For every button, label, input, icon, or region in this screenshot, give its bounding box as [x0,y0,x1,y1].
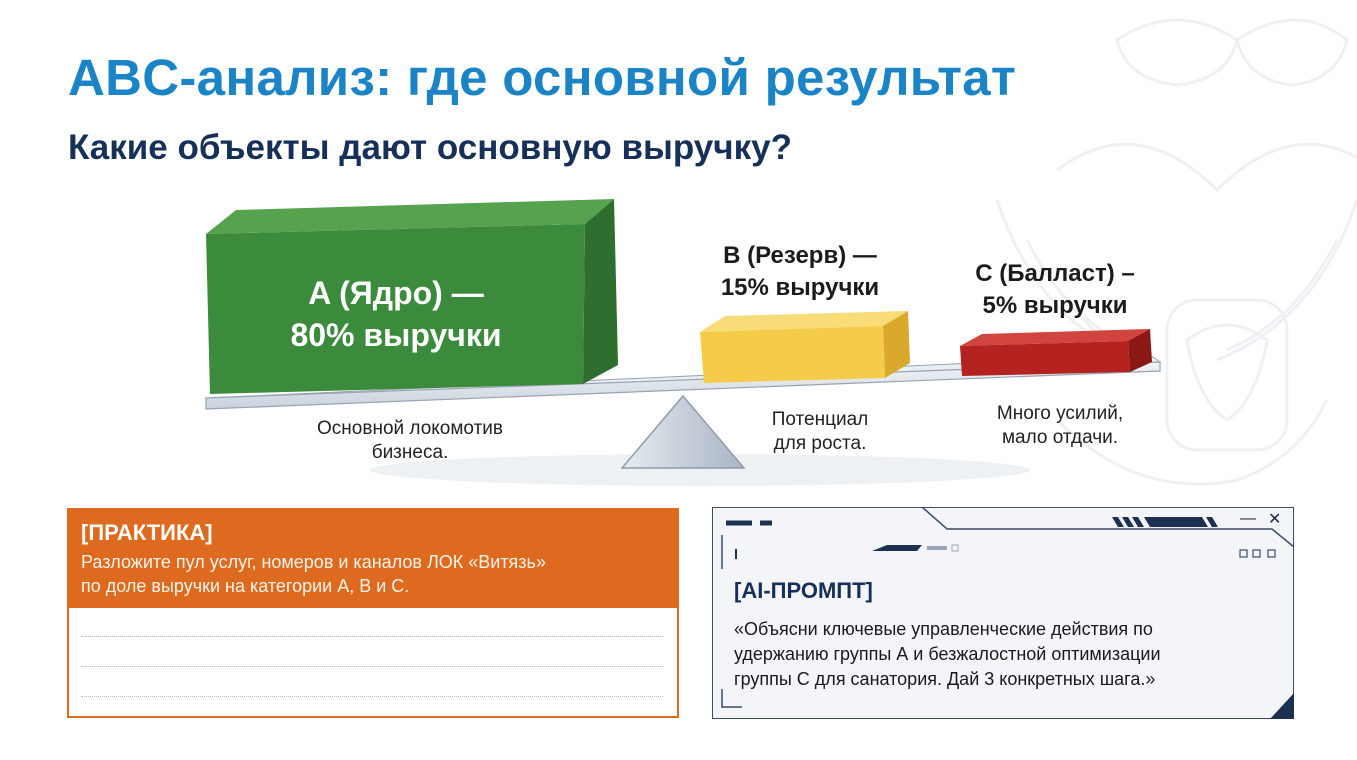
practice-title: [ПРАКТИКА] [81,520,213,545]
group-b-label: B (Резерв) — 15% выручки [690,240,910,304]
group-a-note-line1: Основной локомотив [317,418,503,439]
group-b-note-line1: Потенциал [771,409,869,430]
balance-scale-diagram [204,199,1162,486]
ai-prompt-window [712,507,1294,719]
ai-prompt-line3: группы С для санатория. Дай 3 конкретных… [734,669,1156,689]
group-c-label-line2: 5% выручки [982,292,1128,319]
block-b [700,311,910,383]
close-icon[interactable]: ✕ [1268,511,1282,528]
group-b-label-line1: B (Резерв) — [723,242,877,269]
scale-shadow [370,454,1030,486]
ai-prompt-line1: «Объясни ключевые управленческие действи… [734,619,1153,639]
block-c [960,329,1152,376]
practice-card: [ПРАКТИКА] Разложите пул услуг, номеров … [67,508,679,718]
practice-text-line1: Разложите пул услуг, номеров и каналов Л… [81,552,546,572]
practice-header: [ПРАКТИКА] Разложите пул услуг, номеров … [69,510,677,608]
block-a [206,199,618,394]
group-a-label-line1: A (Ядро) — [308,275,484,311]
group-a-label: A (Ядро) — 80% выручки [210,272,582,356]
ai-prompt-line2: удержанию группы А и безжалостной оптими… [734,644,1161,664]
group-c-note-line1: Много усилий, [996,403,1124,424]
group-b-label-line2: 15% выручки [720,274,880,301]
page-subtitle: Какие объекты дают основную выручку? [68,128,792,167]
answer-line-1[interactable] [81,636,663,637]
group-c-note: Много усилий, мало отдачи. [950,402,1170,450]
group-c-label: C (Балласт) – 5% выручки [950,258,1160,322]
group-b-note-line2: для роста. [773,433,867,454]
answer-line-3[interactable] [81,696,663,697]
group-a-label-line2: 80% выручки [290,317,502,353]
group-b-note: Потенциал для роста. [740,408,900,456]
answer-line-2[interactable] [81,666,663,667]
group-c-note-line2: мало отдачи. [1001,427,1119,448]
scale-pivot [620,394,746,469]
minimize-icon[interactable]: — [1240,510,1256,527]
ai-prompt-title: [AI-ПРОМПТ] [734,578,873,603]
group-a-note-line2: бизнеса. [371,442,449,463]
group-a-note: Основной локомотив бизнеса. [270,417,550,465]
page-title: ABC-анализ: где основной результат [68,49,1017,106]
group-c-label-line1: C (Балласт) – [975,260,1135,287]
practice-text-line2: по доле выручки на категории А, В и С. [81,576,410,596]
ai-prompt-text: «Объясни ключевые управленческие действи… [734,617,1279,692]
coat-of-arms-watermark [995,18,1357,486]
